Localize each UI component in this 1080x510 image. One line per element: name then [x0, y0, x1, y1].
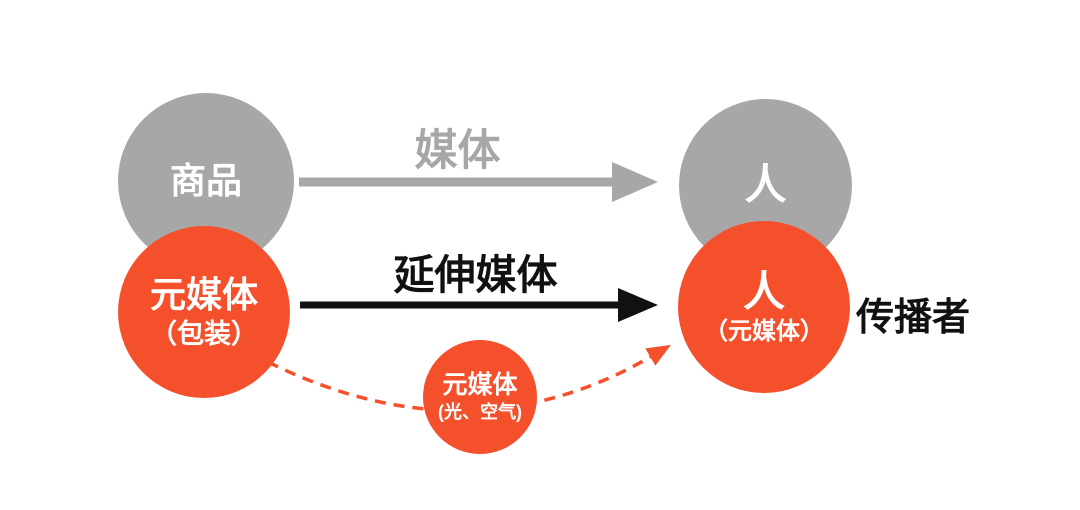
- metamedia-packaging-line1: 元媒体: [149, 273, 258, 315]
- person-metamedia-line1: 人: [742, 268, 785, 316]
- person-metamedia-line2: （元媒体）: [704, 318, 824, 346]
- media-arrow-label: 媒体: [414, 127, 501, 175]
- metamedia-packaging-circle: 元媒体 （包装）: [118, 226, 290, 398]
- metamedia-lightair-line2: (光、空气): [438, 402, 522, 423]
- metamedia-lightair-circle: 元媒体 (光、空气): [423, 340, 537, 454]
- metamedia-packaging-line2: （包装）: [150, 319, 258, 350]
- metamedia-lightair-line1: 元媒体: [442, 371, 518, 400]
- product-label: 商品: [169, 160, 242, 202]
- extended-media-arrow-label: 延伸媒体: [393, 252, 558, 298]
- metamedia-dashed-arrow: [267, 344, 672, 413]
- person-metamedia-circle: 人 （元媒体）: [678, 221, 850, 393]
- spreader-label: 传播者: [856, 297, 971, 339]
- person-label: 人: [744, 161, 787, 209]
